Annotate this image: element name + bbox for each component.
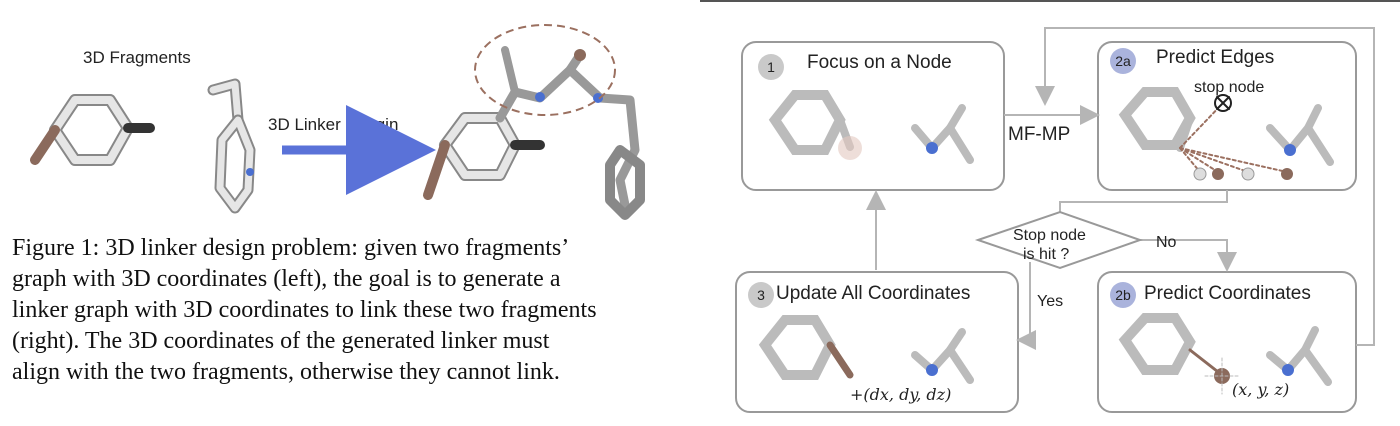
top-rule — [700, 0, 1400, 2]
arrow-yes — [1016, 262, 1036, 350]
step-number-2b: 2b — [1110, 282, 1136, 308]
figure-caption: Figure 1: 3D linker design problem: give… — [12, 233, 692, 388]
linker-highlight-circle — [474, 24, 616, 116]
molecule-illustration — [30, 24, 645, 220]
caption-line: (right). The 3D coordinates of the gener… — [12, 328, 550, 354]
yes-label: Yes — [1037, 293, 1064, 310]
caption-line: graph with 3D coordinates (left), the go… — [12, 266, 561, 292]
left-panel: 3D Fragments 3D Linker Desgin — [12, 24, 692, 388]
delta-coordinates: +(dx, dy, dz) — [850, 385, 952, 404]
fragment-2-molecule — [207, 78, 256, 214]
arrow-no — [1140, 239, 1237, 272]
fragment-1-molecule — [30, 94, 155, 166]
box-predict-coordinates — [1097, 271, 1357, 413]
no-label: No — [1156, 234, 1177, 251]
box3-molecule — [758, 315, 974, 384]
decision-line-1: Stop node — [1013, 227, 1086, 244]
right-panel: 1 Focus on a Node 2a Predict Edges stop … — [700, 0, 1400, 426]
step-number-2a: 2a — [1110, 48, 1136, 74]
box2a-label: Predict Edges — [1156, 47, 1275, 68]
box3-label: Update All Coordinates — [776, 283, 971, 304]
decision-diamond — [974, 210, 1144, 270]
linked-molecule — [423, 46, 645, 220]
stop-node-label: stop node — [1194, 79, 1265, 96]
box1-molecule — [768, 90, 974, 164]
fragments-title: 3D Fragments — [83, 48, 191, 67]
step-number-3: 3 — [748, 282, 774, 308]
predicted-coordinates: (x, y, z) — [1232, 380, 1290, 399]
caption-line: Figure 1: 3D linker design problem: give… — [12, 235, 570, 261]
arrow-to-decision — [1059, 190, 1228, 220]
caption-line: linker graph with 3D coordinates to link… — [12, 297, 597, 323]
box1-label: Focus on a Node — [807, 52, 952, 73]
box2a-molecule — [1118, 87, 1334, 181]
box2b-molecule — [1118, 313, 1332, 395]
box2b-label: Predict Coordinates — [1144, 283, 1311, 304]
caption-line: align with the two fragments, otherwise … — [12, 359, 560, 385]
step-number-1: 1 — [758, 54, 784, 80]
arrow-loop — [1035, 27, 1375, 346]
flow-diagram — [735, 27, 1375, 413]
decision-line-2: is hit ? — [1023, 246, 1070, 263]
mfmp-label: MF-MP — [1008, 124, 1071, 145]
